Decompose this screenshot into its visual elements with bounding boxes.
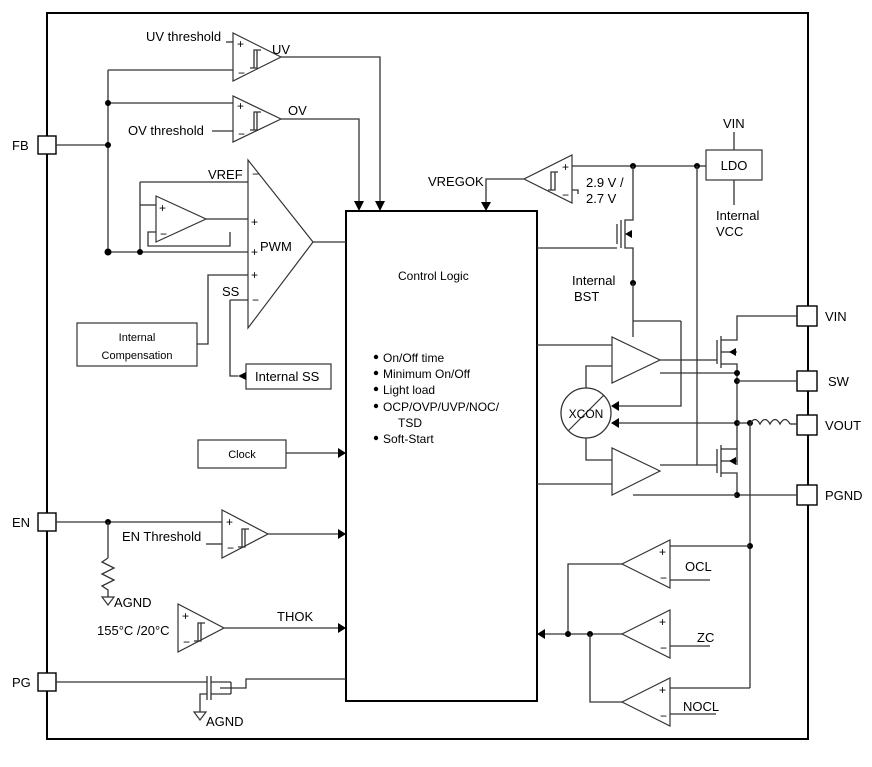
vreg-threshold-line1: 2.9 V / bbox=[586, 175, 624, 190]
svg-text:−: − bbox=[238, 66, 245, 80]
pg-transistor: AGND bbox=[56, 676, 346, 729]
control-logic-block: Control Logic On/Off time Minimum On/Off… bbox=[345, 210, 538, 702]
internal-compensation-box: Internal Compensation bbox=[76, 322, 209, 367]
control-logic-item-soft-start: Soft-Start bbox=[383, 432, 434, 446]
pwm-comparator: VREF − + + + − PWM SS bbox=[207, 158, 346, 377]
svg-text:−: − bbox=[660, 571, 667, 585]
svg-text:−: − bbox=[660, 709, 667, 723]
ldo-block: LDO VIN Internal VCC bbox=[694, 116, 763, 239]
svg-text:−: − bbox=[160, 227, 167, 241]
pin-sw: SW bbox=[796, 370, 850, 392]
svg-text:+: + bbox=[562, 160, 569, 174]
internal-vcc-line2: VCC bbox=[716, 224, 743, 239]
zc-label: ZC bbox=[697, 630, 714, 645]
svg-text:+: + bbox=[159, 201, 166, 215]
svg-text:+: + bbox=[251, 245, 258, 259]
output-inductor bbox=[737, 418, 797, 688]
svg-text:−: − bbox=[227, 541, 234, 555]
ss-label: SS bbox=[222, 284, 240, 299]
svg-text:+: + bbox=[659, 683, 666, 697]
svg-text:+: + bbox=[251, 215, 258, 229]
zc-comparator: + − ZC bbox=[537, 609, 714, 659]
svg-text:−: − bbox=[238, 127, 245, 141]
error-amplifier: + − bbox=[137, 181, 248, 255]
uv-threshold-label: UV threshold bbox=[146, 29, 221, 44]
ov-threshold-label: OV threshold bbox=[128, 123, 204, 138]
svg-text:+: + bbox=[182, 609, 189, 623]
internal-vcc-line1: Internal bbox=[716, 208, 759, 223]
pin-fb: FB bbox=[12, 135, 57, 155]
internal-ss-label: Internal SS bbox=[255, 369, 320, 384]
nocl-label: NOCL bbox=[683, 699, 719, 714]
svg-text:+: + bbox=[659, 615, 666, 629]
svg-text:−: − bbox=[252, 167, 259, 181]
fb-net bbox=[56, 70, 248, 256]
en-comparator: AGND + − EN Threshold bbox=[56, 509, 346, 610]
pin-vin-label: VIN bbox=[825, 309, 847, 324]
pin-pg-label: PG bbox=[12, 675, 31, 690]
xcon-label: XCON bbox=[569, 407, 604, 421]
pg-agnd-label: AGND bbox=[206, 714, 244, 729]
svg-text:+: + bbox=[251, 268, 258, 282]
svg-text:+: + bbox=[237, 37, 244, 51]
ov-label: OV bbox=[288, 103, 307, 118]
svg-text:−: − bbox=[562, 188, 569, 202]
pin-vout: VOUT bbox=[796, 414, 861, 436]
svg-text:−: − bbox=[183, 635, 190, 649]
svg-text:−: − bbox=[660, 641, 667, 655]
ocl-comparator: + − OCL bbox=[567, 539, 750, 633]
control-logic-title: Control Logic bbox=[398, 269, 469, 283]
control-logic-item-protections: OCP/OVP/UVP/NOC/ bbox=[383, 400, 500, 414]
high-side-fet bbox=[716, 315, 797, 465]
ocl-label: OCL bbox=[685, 559, 712, 574]
pin-en-label: EN bbox=[12, 515, 30, 530]
vref-label: VREF bbox=[208, 167, 243, 182]
svg-text:−: − bbox=[252, 293, 259, 307]
clock-box: Clock bbox=[197, 439, 346, 469]
internal-compensation-line1: Internal bbox=[119, 332, 156, 344]
thermal-comparator: + − 155°C /20°C THOK bbox=[97, 603, 346, 653]
pin-sw-label: SW bbox=[828, 374, 850, 389]
svg-text:+: + bbox=[237, 99, 244, 113]
ldo-vin-label: VIN bbox=[723, 116, 745, 131]
nocl-comparator: + − NOCL bbox=[589, 634, 750, 727]
temp-threshold-label: 155°C /20°C bbox=[97, 623, 170, 638]
internal-ss-box: Internal SS bbox=[238, 363, 332, 390]
uv-comparator: + − UV threshold UV bbox=[108, 29, 385, 211]
pin-vin: VIN bbox=[796, 305, 847, 327]
pin-pgnd-label: PGND bbox=[825, 488, 863, 503]
ov-comparator: + − OV threshold OV bbox=[108, 95, 364, 211]
ldo-label: LDO bbox=[721, 158, 748, 173]
internal-bst-line1: Internal bbox=[572, 273, 615, 288]
pin-fb-label: FB bbox=[12, 138, 29, 153]
low-side-fet bbox=[633, 420, 797, 498]
internal-bst-line2: BST bbox=[574, 289, 599, 304]
pin-en: EN bbox=[12, 512, 57, 532]
pin-pgnd: PGND bbox=[796, 484, 863, 506]
internal-compensation-line2: Compensation bbox=[102, 350, 173, 362]
clock-label: Clock bbox=[228, 449, 256, 461]
pwm-label: PWM bbox=[260, 239, 292, 254]
vregok-label: VREGOK bbox=[428, 174, 484, 189]
thok-label: THOK bbox=[277, 609, 313, 624]
control-logic-item-tsd: TSD bbox=[398, 416, 422, 430]
svg-text:+: + bbox=[659, 545, 666, 559]
high-side-driver bbox=[537, 336, 737, 384]
bootstrap-switch: Internal BST bbox=[537, 166, 698, 465]
en-threshold-label: EN Threshold bbox=[122, 529, 201, 544]
control-logic-item-on-off-time: On/Off time bbox=[383, 351, 444, 365]
control-logic-item-min-on-off: Minimum On/Off bbox=[383, 367, 471, 381]
low-side-driver bbox=[537, 447, 717, 496]
vregok-comparator: + − VREGOK 2.9 V / 2.7 V bbox=[428, 154, 697, 211]
control-logic-item-light-load: Light load bbox=[383, 383, 435, 397]
en-agnd-label: AGND bbox=[114, 595, 152, 610]
pin-vout-label: VOUT bbox=[825, 418, 861, 433]
uv-label: UV bbox=[272, 42, 290, 57]
pin-pg: PG bbox=[12, 672, 57, 692]
svg-text:+: + bbox=[226, 515, 233, 529]
xcon-block: XCON bbox=[560, 320, 737, 461]
vreg-threshold-line2: 2.7 V bbox=[586, 191, 617, 206]
